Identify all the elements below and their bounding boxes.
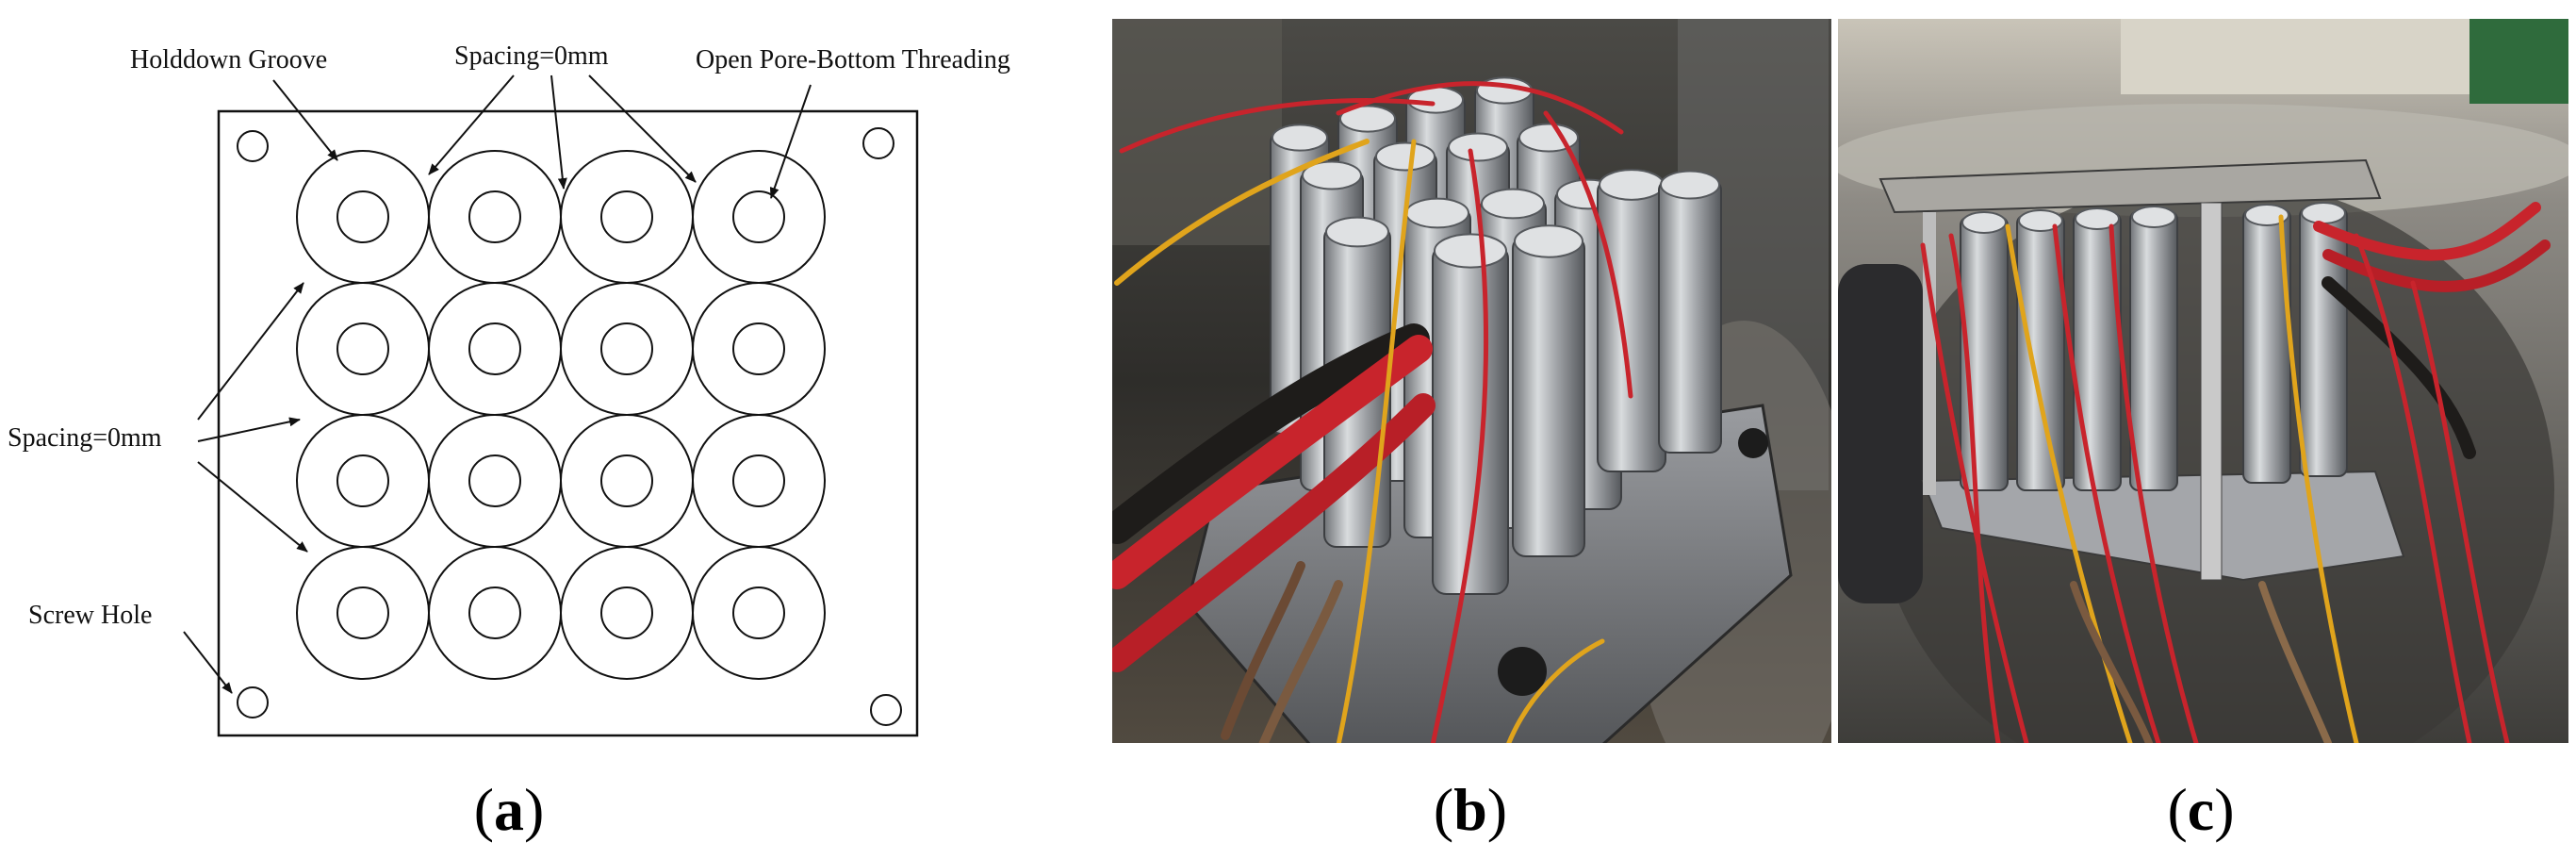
label-screw-hole: Screw Hole — [28, 601, 152, 630]
caption-b: (b) — [1434, 776, 1507, 843]
panel-a-schematic: Holddown Groove Spacing=0mm Open Pore-Bo… — [8, 41, 1010, 737]
screw-hole — [862, 127, 894, 159]
caption-a: (a) — [474, 776, 545, 843]
screw-hole — [1498, 647, 1547, 696]
arrow — [769, 84, 812, 199]
battery-cell — [2129, 206, 2178, 491]
open-pore — [732, 454, 785, 507]
open-pore — [732, 190, 785, 243]
screw-hole — [870, 694, 902, 726]
open-pore — [336, 190, 389, 243]
open-pore — [336, 322, 389, 375]
screw-hole — [237, 130, 269, 162]
battery-cell — [1658, 170, 1722, 454]
open-pore — [468, 454, 521, 507]
groove-grid — [296, 150, 826, 680]
open-pore — [468, 322, 521, 375]
open-pore — [468, 190, 521, 243]
arrow — [183, 631, 233, 694]
label-holddown-groove: Holddown Groove — [130, 45, 327, 74]
photo-c-battery-module-side — [1838, 19, 2568, 743]
arrow — [197, 461, 308, 553]
battery-cell — [2016, 209, 2065, 491]
open-pore — [600, 322, 653, 375]
battery-cell — [2242, 204, 2291, 484]
photo-b-battery-module — [1112, 19, 1831, 743]
label-spacing-top: Spacing=0mm — [454, 41, 609, 71]
battery-cell — [1597, 169, 1666, 472]
open-pore — [732, 586, 785, 639]
threaded-rod — [2200, 202, 2223, 581]
arrow — [550, 74, 567, 190]
open-pore — [468, 586, 521, 639]
arrow — [197, 282, 304, 421]
open-pore — [732, 322, 785, 375]
label-spacing-left: Spacing=0mm — [8, 423, 162, 453]
screw-hole — [237, 686, 269, 719]
open-pore — [600, 454, 653, 507]
open-pore — [600, 586, 653, 639]
open-pore — [336, 586, 389, 639]
arrow — [272, 79, 338, 161]
arrow — [197, 417, 301, 442]
caption-c: (c) — [2167, 776, 2234, 843]
arrow — [588, 74, 697, 183]
open-pore — [600, 190, 653, 243]
battery-cell — [1432, 233, 1509, 595]
battery-cells — [1960, 202, 2348, 491]
open-pore — [336, 454, 389, 507]
battery-cell — [1512, 224, 1585, 557]
screw-hole — [1738, 428, 1768, 458]
label-open-pore: Open Pore-Bottom Threading — [696, 45, 1010, 74]
top-plate — [1879, 158, 2382, 214]
base-plate — [1921, 470, 2405, 582]
arrow — [428, 74, 515, 175]
battery-cell — [2299, 202, 2348, 477]
